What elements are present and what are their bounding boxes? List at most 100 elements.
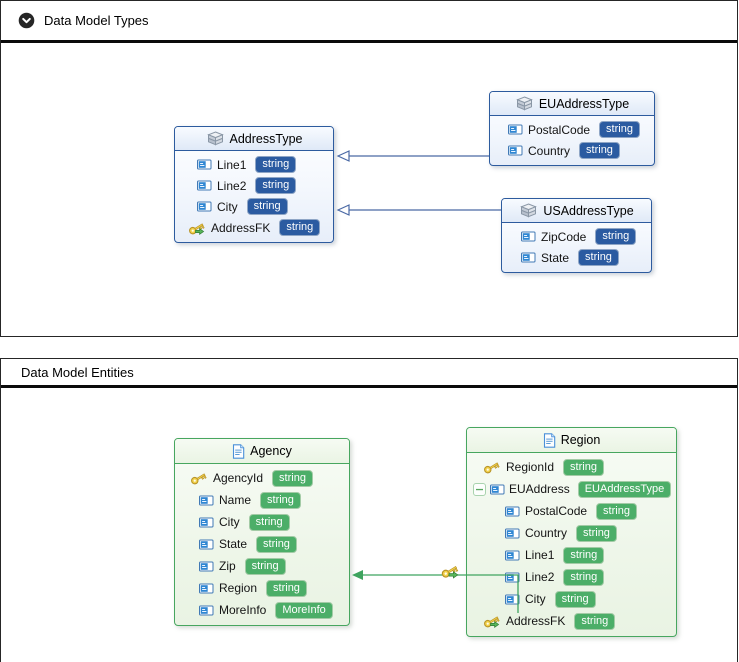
property-name: ZipCode (541, 229, 587, 244)
property-type-badge: string (256, 535, 297, 553)
property-type-badge: string (554, 590, 596, 608)
entity-name: Agency (250, 444, 292, 458)
entity-name: AddressType (229, 131, 303, 146)
property-type-badge: string (576, 524, 617, 542)
entity-document-icon (543, 432, 556, 448)
field-icon (505, 528, 520, 539)
key-icon (190, 471, 208, 485)
property-name: AgencyId (213, 471, 264, 485)
property-type-badge: string (563, 568, 605, 586)
field-icon (508, 145, 523, 156)
panel-header-types[interactable]: Data Model Types (1, 1, 737, 43)
fk-key-icon (188, 221, 206, 235)
property-type-badge: string (596, 502, 637, 520)
entity-header[interactable]: EUAddressType (490, 92, 654, 116)
property-type-badge: string (599, 121, 640, 138)
entity-document-icon (232, 443, 245, 459)
field-icon (505, 572, 520, 583)
property-row-euaddress[interactable]: EUAddress EUAddressType (467, 478, 672, 500)
property-name: MoreInfo (219, 603, 267, 617)
property-type-badge: string (563, 546, 605, 564)
panel-title: Data Model Types (44, 13, 149, 28)
property-type-badge: string (255, 177, 297, 194)
property-row-country[interactable]: Country string (467, 522, 672, 544)
property-row-regionid[interactable]: RegionId string (467, 456, 672, 478)
type-cube-icon (206, 131, 225, 146)
property-row-region[interactable]: Region string (175, 577, 345, 599)
field-icon (197, 180, 212, 191)
entity-header[interactable]: AddressType (175, 127, 333, 151)
property-row-city[interactable]: City string (175, 511, 345, 533)
property-name: Line2 (217, 178, 247, 193)
entity-header[interactable]: Agency (175, 439, 349, 464)
property-type-badge: string (255, 156, 297, 173)
property-name: Country (525, 526, 568, 540)
fk-key-icon (483, 614, 501, 628)
property-name: State (219, 537, 248, 551)
property-type-badge: string (248, 513, 290, 531)
property-name: Line2 (525, 570, 555, 584)
property-row-state[interactable]: State string (175, 533, 345, 555)
property-name: City (525, 592, 546, 606)
property-name: City (219, 515, 240, 529)
property-row-agencyid[interactable]: AgencyId string (175, 467, 345, 489)
key-icon (483, 460, 501, 474)
entity-name: EUAddressType (538, 96, 630, 111)
collapse-toggle-minus-icon[interactable] (473, 482, 486, 496)
property-name: AddressFK (506, 614, 566, 628)
property-row-line2[interactable]: Line2 string (467, 566, 672, 588)
property-type-badge: EUAddressType (577, 480, 672, 498)
property-name: AddressFK (211, 220, 271, 235)
property-name: EUAddress (509, 482, 570, 496)
chevron-down-circle-icon[interactable] (18, 12, 35, 29)
panel-header-entities[interactable]: Data Model Entities (1, 359, 737, 388)
entity-header[interactable]: Region (467, 428, 676, 453)
property-type-badge: string (563, 458, 604, 476)
entity-header[interactable]: USAddressType (502, 199, 651, 223)
property-type-badge: string (579, 142, 620, 159)
property-name: RegionId (506, 460, 555, 474)
property-row-postalcode[interactable]: PostalCode string (467, 500, 672, 522)
property-row-line1[interactable]: Line1 string (175, 154, 329, 175)
field-icon (505, 506, 520, 517)
property-row-line2[interactable]: Line2 string (175, 175, 329, 196)
field-icon (197, 159, 212, 170)
property-name: Name (219, 493, 252, 507)
property-row-postalcode[interactable]: PostalCode string (490, 119, 650, 140)
entity-name: USAddressType (543, 203, 634, 218)
field-icon (199, 495, 214, 506)
type-cube-icon (519, 203, 538, 218)
property-row-name[interactable]: Name string (175, 489, 345, 511)
property-name: PostalCode (528, 122, 591, 137)
property-type-badge: MoreInfo (275, 601, 333, 619)
property-type-badge: string (266, 579, 307, 597)
property-row-moreinfo[interactable]: MoreInfo MoreInfo (175, 599, 345, 621)
field-icon (521, 252, 536, 263)
property-type-badge: string (272, 469, 313, 487)
property-type-badge: string (260, 491, 301, 509)
type-cube-icon (515, 96, 534, 111)
property-name: Zip (219, 559, 236, 573)
property-name: PostalCode (525, 504, 588, 518)
property-name: Line1 (217, 157, 247, 172)
property-name: Region (219, 581, 258, 595)
property-row-addressfk[interactable]: AddressFK string (175, 217, 329, 238)
field-icon (199, 605, 214, 616)
property-type-badge: string (279, 219, 321, 236)
property-type-badge: string (578, 249, 619, 266)
panel-title: Data Model Entities (21, 364, 134, 380)
property-row-city[interactable]: City string (467, 588, 672, 610)
